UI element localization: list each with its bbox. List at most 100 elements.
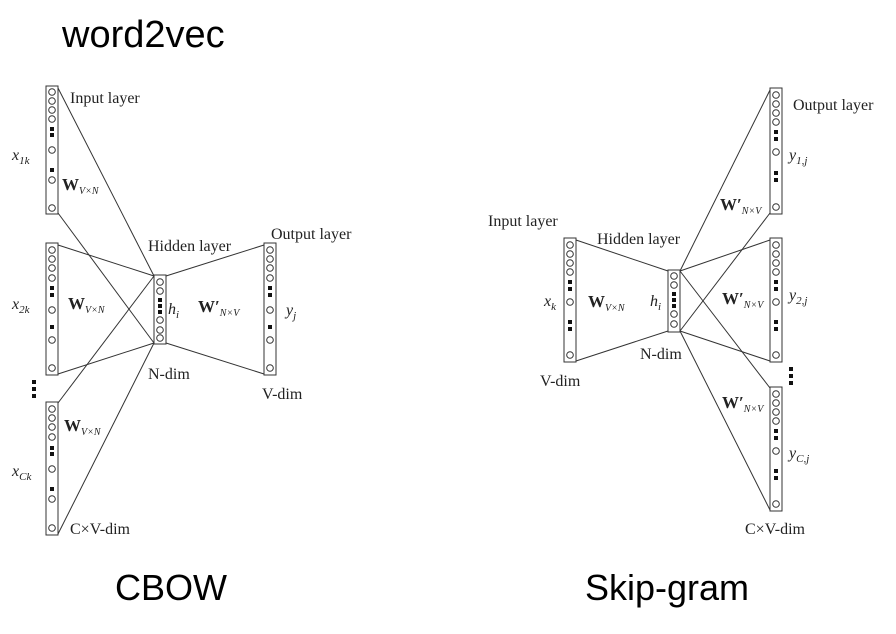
- cbow-wprime-label: W′N×V: [198, 297, 241, 319]
- ellipsis-dot: [158, 298, 162, 302]
- neuron-node: [48, 146, 56, 154]
- neuron-node: [156, 334, 164, 342]
- neuron-node: [266, 274, 274, 282]
- neuron-node: [566, 241, 574, 249]
- ellipsis-dot: [774, 327, 778, 331]
- skipgram-hidden-vector: [667, 269, 681, 333]
- cbow-input-vector-2: [45, 242, 59, 376]
- skipgram-wprime2-label: W′N×V: [722, 289, 765, 311]
- neuron-node: [266, 255, 274, 263]
- neuron-node: [48, 204, 56, 212]
- cbow-y-label: yj: [284, 302, 296, 322]
- neuron-node: [48, 336, 56, 344]
- neuron-node: [670, 310, 678, 318]
- cbow-hidden-layer-label: Hidden layer: [148, 238, 232, 255]
- neuron-node: [48, 246, 56, 254]
- cbow-input-layer-label: Input layer: [70, 90, 140, 107]
- skipgram-yc-label: yC,j: [787, 445, 809, 465]
- neuron-node: [156, 287, 164, 295]
- skipgram-x-label: xk: [543, 293, 557, 313]
- skipgram-output-vector-2: [769, 237, 783, 363]
- ellipsis-dot: [50, 293, 54, 297]
- skipgram-y1-label: y1,j: [787, 147, 807, 167]
- ellipsis-dot: [774, 476, 778, 480]
- ellipsis-dot: [672, 292, 676, 296]
- ellipsis-dot: [158, 310, 162, 314]
- neuron-node: [772, 268, 780, 276]
- cbow-cv-dim-label: C×V-dim: [70, 521, 131, 538]
- neuron-node: [772, 298, 780, 306]
- neuron-node: [772, 148, 780, 156]
- neuron-node: [772, 351, 780, 359]
- cbow-input-vector-c: [45, 401, 59, 536]
- neuron-node: [156, 326, 164, 334]
- neuron-node: [772, 250, 780, 258]
- skipgram-output-vector-c: [769, 386, 783, 512]
- ellipsis-dot: [158, 304, 162, 308]
- ellipsis-dot: [50, 133, 54, 137]
- neuron-node: [772, 408, 780, 416]
- cbow-x1-label: x1k: [11, 147, 31, 167]
- neuron-node: [48, 423, 56, 431]
- ellipsis-dot: [774, 137, 778, 141]
- neuron-node: [772, 100, 780, 108]
- neuron-node: [48, 433, 56, 441]
- neuron-node: [48, 176, 56, 184]
- neuron-node: [48, 465, 56, 473]
- neuron-node: [48, 88, 56, 96]
- ellipsis-dot: [568, 327, 572, 331]
- skipgram-input-vector: [563, 237, 577, 363]
- skipgram-y2-label: y2,j: [787, 287, 807, 307]
- cbow-v-dim-label: V-dim: [262, 386, 303, 403]
- neuron-node: [772, 259, 780, 267]
- neuron-node: [156, 316, 164, 324]
- ellipsis-dot: [774, 280, 778, 284]
- neuron-node: [566, 250, 574, 258]
- neuron-node: [266, 336, 274, 344]
- ellipsis-dot: [50, 168, 54, 172]
- neuron-node: [48, 524, 56, 532]
- neuron-node: [566, 268, 574, 276]
- neuron-node: [772, 447, 780, 455]
- cbow-w1-label: WV×N: [62, 175, 100, 197]
- skipgram-output-vector-1: [769, 87, 783, 215]
- ellipsis-dot: [50, 286, 54, 290]
- ellipsis-dot: [568, 287, 572, 291]
- ellipsis-dot: [774, 436, 778, 440]
- neuron-node: [48, 414, 56, 422]
- cbow-connection-lines: [57, 87, 265, 535]
- neuron-node: [48, 97, 56, 105]
- ellipsis-dot: [268, 286, 272, 290]
- cbow-caption: CBOW: [115, 567, 227, 608]
- neuron-node: [772, 203, 780, 211]
- skipgram-h-label: hi: [650, 293, 661, 313]
- neuron-node: [266, 264, 274, 272]
- ellipsis-dot: [50, 452, 54, 456]
- skipgram-cv-dim-label: C×V-dim: [745, 521, 806, 538]
- neuron-node: [772, 109, 780, 117]
- neuron-node: [566, 351, 574, 359]
- neuron-node: [566, 298, 574, 306]
- cbow-w3-label: WV×N: [64, 416, 102, 438]
- neuron-node: [772, 390, 780, 398]
- neuron-node: [772, 241, 780, 249]
- neuron-node: [670, 272, 678, 280]
- neuron-node: [266, 364, 274, 372]
- cbow-n-dim-label: N-dim: [148, 366, 190, 383]
- ellipsis-dot: [774, 287, 778, 291]
- ellipsis-dot: [672, 304, 676, 308]
- skipgram-connection-lines: [575, 89, 771, 511]
- neuron-node: [266, 306, 274, 314]
- neuron-node: [772, 118, 780, 126]
- skipgram-w-label: WV×N: [588, 292, 626, 314]
- ellipsis-dot: [50, 446, 54, 450]
- neuron-node: [48, 405, 56, 413]
- cbow-x2-label: x2k: [11, 296, 31, 316]
- ellipsis-dot: [50, 325, 54, 329]
- ellipsis-dot: [568, 320, 572, 324]
- page-title: word2vec: [62, 14, 225, 56]
- ellipsis-dot: [774, 171, 778, 175]
- ellipsis-dot: [774, 178, 778, 182]
- neuron-node: [266, 246, 274, 254]
